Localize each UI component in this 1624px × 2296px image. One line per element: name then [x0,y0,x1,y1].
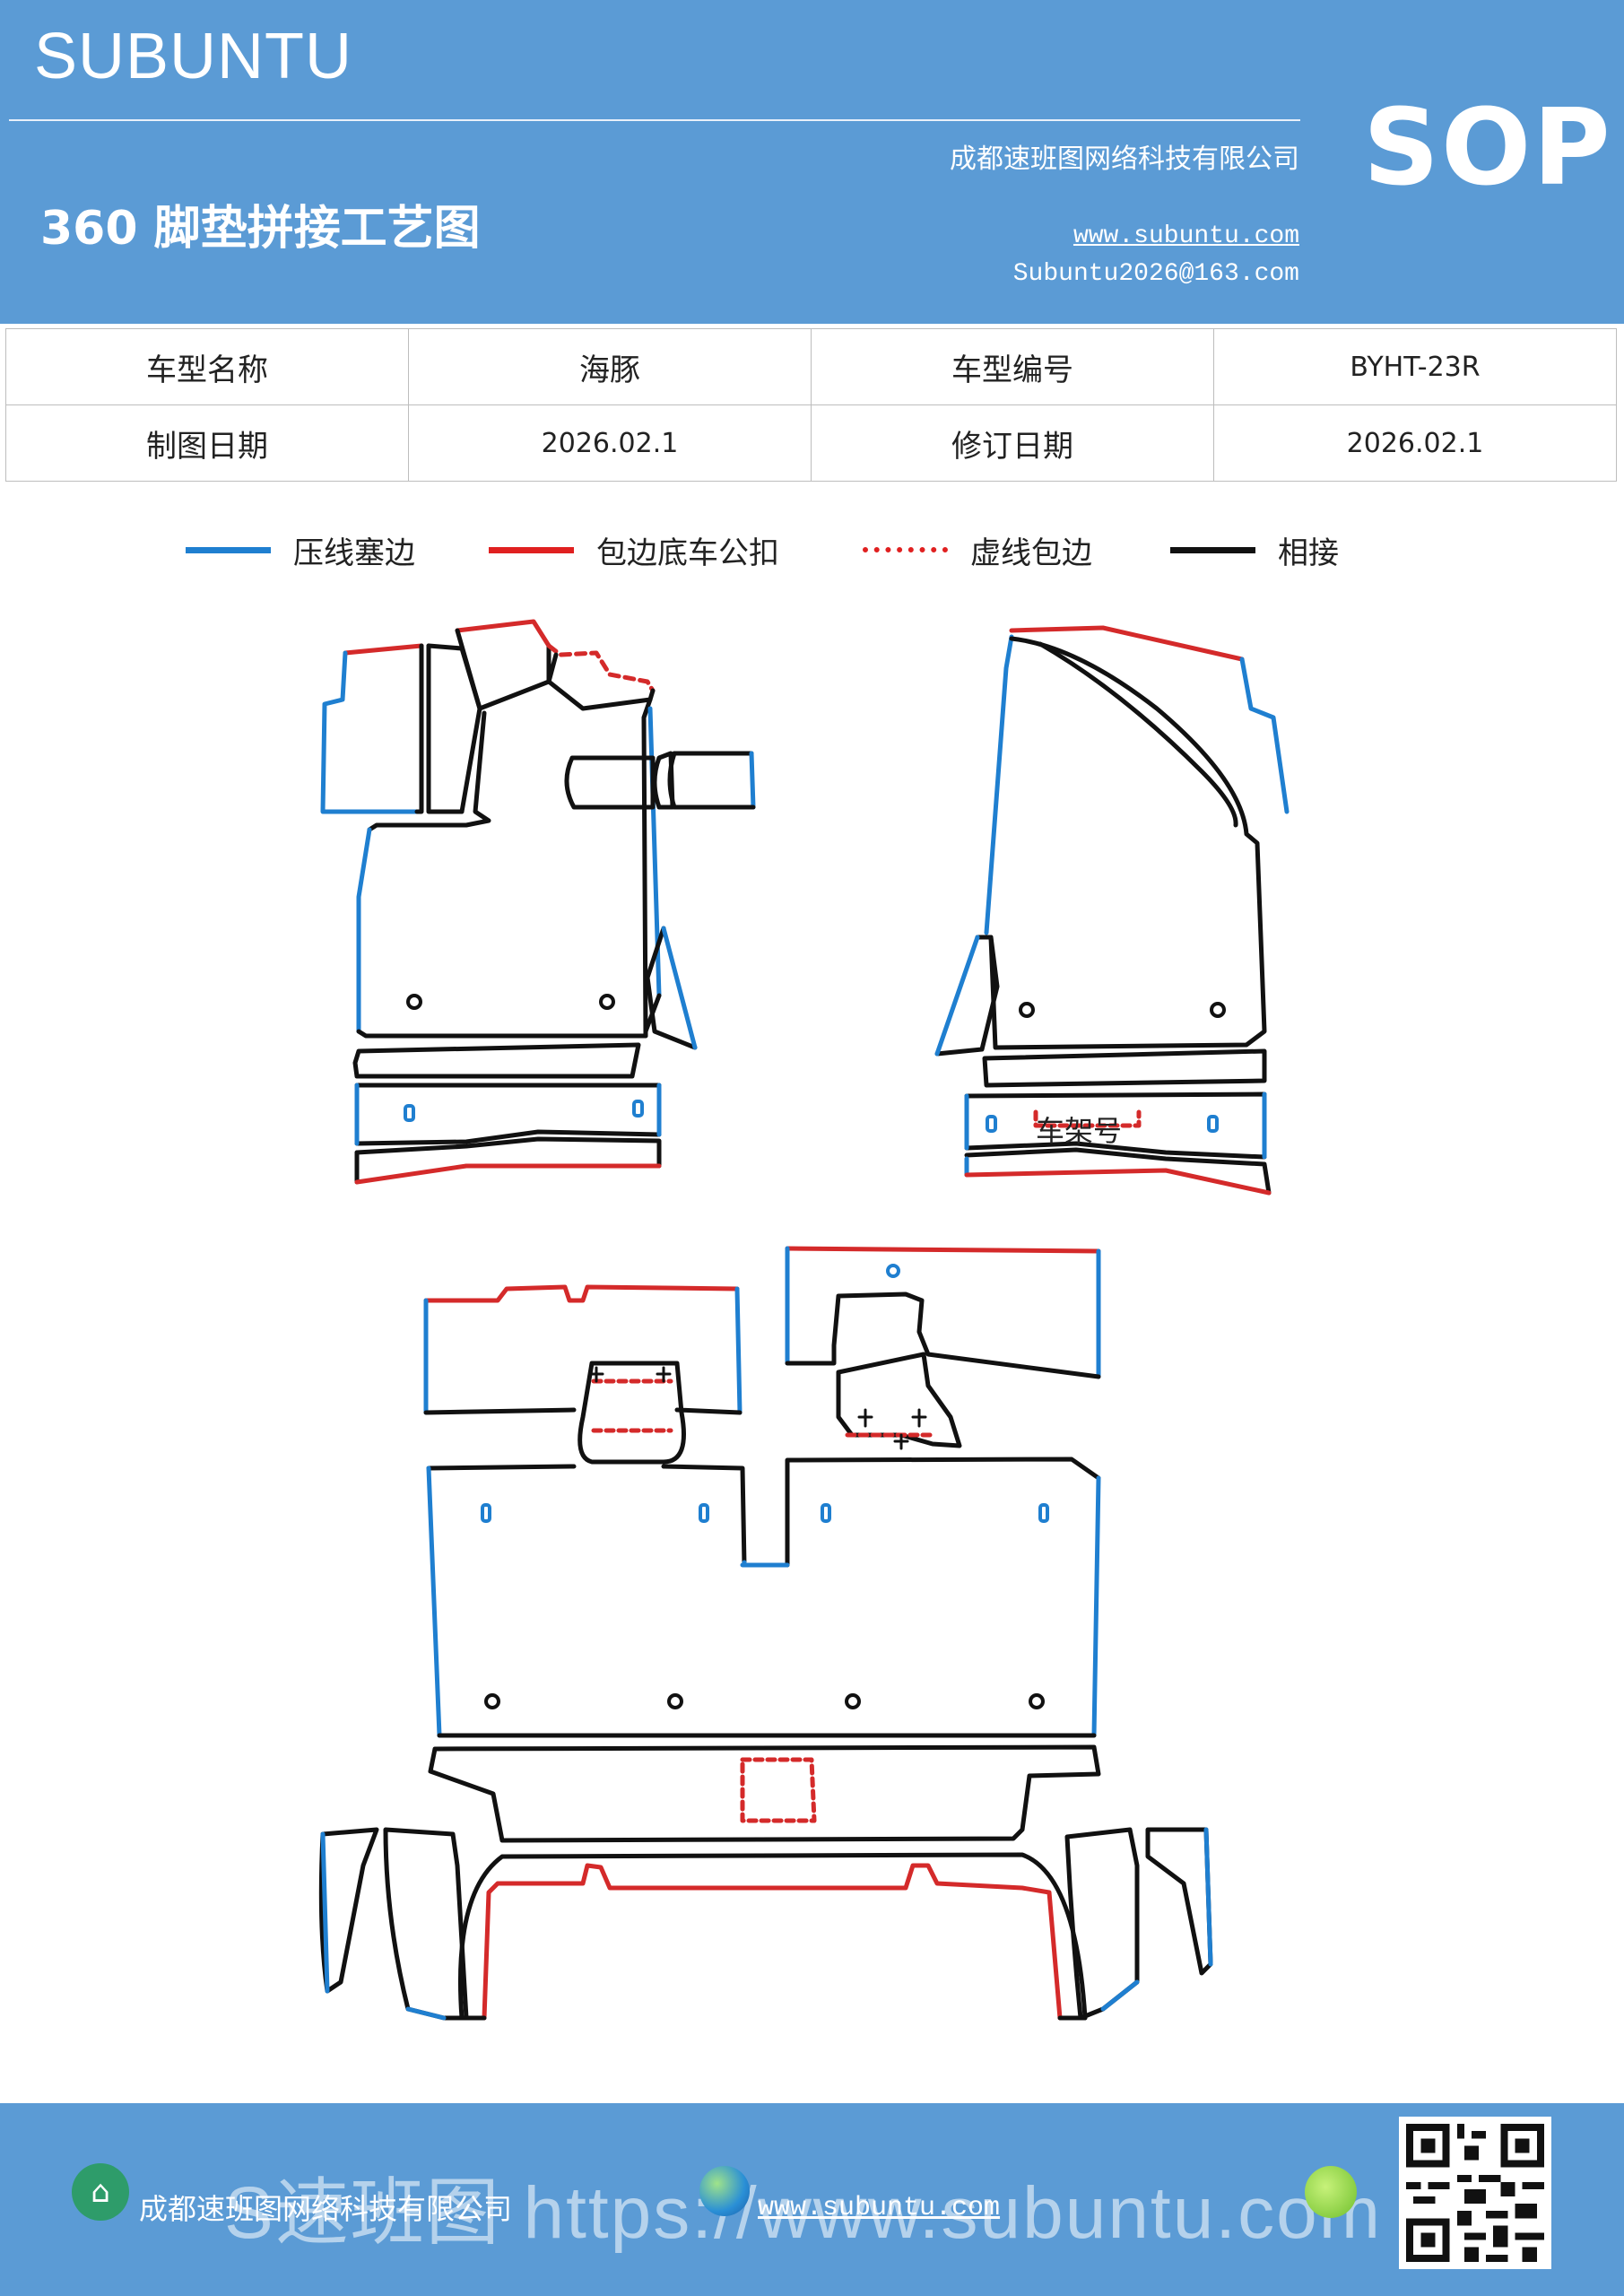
fixing-holes [406,994,1226,1709]
legend-swatch [1170,546,1255,553]
legend-swatch [863,547,948,552]
header-divider [9,119,1300,121]
footer-company-name: 成都速班图网络科技有限公司 [139,2192,513,2226]
footer-watermark-text: S速班图 https://www.subuntu.com [224,2172,1383,2254]
rear-mats [318,1246,1213,2021]
table-row: 制图日期 2026.02.1 修订日期 2026.02.1 [5,404,1617,482]
legend-label: 相接 [1278,535,1339,571]
company-logo-icon: ⌂ [72,2163,129,2221]
blue-holes [404,1100,1219,1523]
header-banner: SUBUNTU 360 脚垫拼接工艺图 成都速班图网络科技有限公司 www.su… [0,0,1624,324]
legend-label: 压线塞边 [293,535,415,571]
draw-date-label: 制图日期 [5,404,409,482]
globe-icon [699,2166,750,2216]
legend-label: 包边底车公扣 [596,535,779,571]
brand-logo: SUBUNTU [34,21,353,92]
revise-date-label: 修订日期 [811,404,1214,482]
legend-swatch [489,546,574,553]
model-name-label: 车型名称 [5,328,409,405]
revise-date-value: 2026.02.1 [1213,404,1617,482]
qr-code[interactable] [1399,2117,1551,2269]
model-code-label: 车型编号 [811,328,1214,405]
front-right-mat [934,625,1290,1196]
legend-swatch [186,546,271,553]
footer-website-link[interactable]: www.subuntu.com [758,2193,1001,2223]
legend-item-join: 相接 [1170,527,1339,572]
clip-marks [588,1366,927,1450]
vehicle-info-table: 车型名称 海豚 车型编号 BYHT-23R 制图日期 2026.02.1 修订日… [5,328,1617,482]
legend-label: 虚线包边 [970,535,1092,571]
model-code-value: BYHT-23R [1213,328,1617,405]
leaf-icon [1305,2166,1357,2218]
line-legend: 压线塞边 包边底车公扣 虚线包边 相接 [0,527,1624,572]
company-name: 成都速班图网络科技有限公司 [950,144,1299,175]
mat-splice-diagram: 车架号 [318,619,1290,2021]
document-title: 360 脚垫拼接工艺图 [40,202,481,256]
sop-badge: SOP [1363,85,1612,209]
front-left-mat [320,619,756,1185]
contact-email[interactable]: Subuntu2026@163.com [1012,260,1299,288]
legend-item-wrap: 包边底车公扣 [489,527,779,572]
model-name-value: 海豚 [408,328,812,405]
legend-item-press: 压线塞边 [186,527,415,572]
website-link[interactable]: www.subuntu.com [1073,222,1299,250]
legend-item-dotted: 虚线包边 [863,527,1092,572]
frame-number-label: 车架号 [1036,1114,1122,1148]
table-row: 车型名称 海豚 车型编号 BYHT-23R [5,328,1617,405]
draw-date-value: 2026.02.1 [408,404,812,482]
footer-banner: ⌂ 成都速班图网络科技有限公司 S速班图 https://www.subuntu… [0,2103,1624,2296]
